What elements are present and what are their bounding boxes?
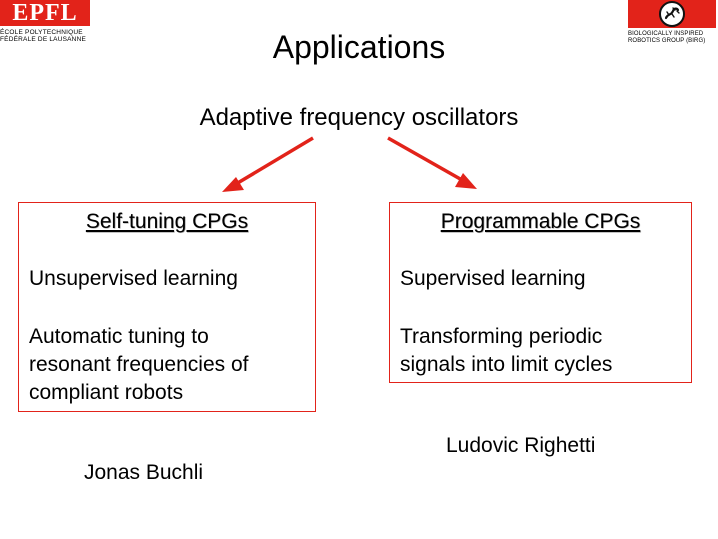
salamander-icon [659,1,685,27]
birg-logo-mark [628,0,716,28]
left-arrow-head [222,177,244,192]
slide-subtitle: Adaptive frequency oscillators [199,104,519,131]
slide-title: Applications [272,29,446,65]
programmable-cpgs-heading: Programmable CPGs [440,210,641,233]
birg-logo-line2: ROBOTICS GROUP (BIRG) [628,38,706,44]
self-tuning-cpgs-heading: Self-tuning CPGs [85,210,249,233]
left-box-line4: compliant robots [29,381,184,404]
left-box-line1: Unsupervised learning [29,267,238,290]
left-arrow-shaft [235,136,314,186]
self-tuning-cpgs-box: Self-tuning CPGs Unsupervised learning A… [18,202,316,412]
left-box-line2: Automatic tuning to [29,325,209,348]
programmable-cpgs-box: Programmable CPGs Supervised learning Tr… [389,202,692,383]
right-box-line1: Supervised learning [400,267,586,290]
birg-logo-line1: BIOLOGICALLY INSPIRED [628,31,704,37]
right-arrow-shaft [387,136,463,182]
right-arrow-head [455,173,477,189]
epfl-logo-mark: EPFL [0,0,90,26]
birg-logo: BIOLOGICALLY INSPIRED ROBOTICS GROUP (BI… [628,0,718,46]
right-box-line3: signals into limit cycles [400,353,613,376]
epfl-logo: EPFL ÉCOLE POLYTECHNIQUE FÉDÉRALE DE LAU… [0,0,92,44]
epfl-logo-line1: ÉCOLE POLYTECHNIQUE [0,29,83,36]
author-right: Ludovic Righetti [446,434,596,457]
right-box-line2: Transforming periodic [400,325,603,348]
author-left: Jonas Buchli [84,461,204,484]
epfl-logo-line2: FÉDÉRALE DE LAUSANNE [0,36,86,43]
left-box-line3: resonant frequencies of [29,353,249,376]
